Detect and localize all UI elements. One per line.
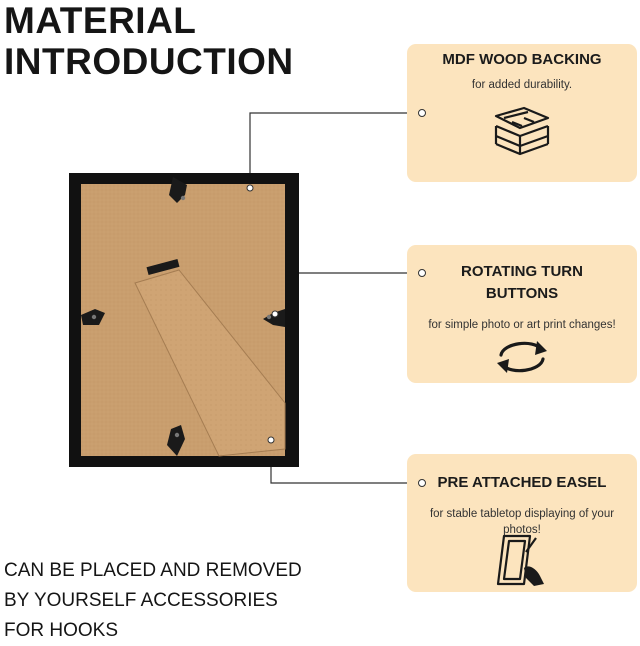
frame-back-image: [69, 173, 299, 472]
feature-title-line-1: ROTATING TURN: [461, 263, 583, 280]
accessories-note: CAN BE PLACED AND REMOVED BY YOURSELF AC…: [4, 556, 302, 646]
easel-frame-icon: [496, 534, 544, 586]
title-line-1: MATERIAL: [4, 0, 197, 41]
turn-button-left: [81, 309, 105, 325]
callout-line-backing: [249, 112, 422, 188]
feature-card-turn-buttons: ROTATING TURN BUTTONS for simple photo o…: [407, 245, 637, 383]
title-line-2: INTRODUCTION: [4, 41, 294, 82]
feature-title: PRE ATTACHED EASEL: [437, 474, 607, 491]
turn-button-right: [263, 309, 285, 327]
feature-card-easel: PRE ATTACHED EASEL for stable tabletop d…: [407, 454, 637, 592]
note-line-1: CAN BE PLACED AND REMOVED: [4, 560, 302, 581]
feature-title: ROTATING TURN BUTTONS: [407, 261, 637, 305]
rotate-arrows-icon: [497, 341, 547, 373]
feature-title-line-2: BUTTONS: [485, 285, 559, 302]
turn-button-bottom: [167, 425, 185, 456]
feature-description: for stable tabletop displaying of your p…: [429, 508, 615, 536]
feature-description: for simple photo or art print changes!: [428, 319, 616, 331]
page-title: MATERIAL INTRODUCTION: [4, 0, 294, 82]
callout-dot-2: [418, 269, 426, 277]
callout-dot-3: [418, 479, 426, 487]
turn-button-top: [169, 177, 187, 203]
feature-description: for added durability.: [471, 79, 573, 91]
easel-stand: [134, 269, 286, 457]
feature-title: MDF WOOD BACKING: [442, 51, 602, 68]
layered-boards-icon: [494, 106, 550, 156]
callout-dot-1: [418, 109, 426, 117]
note-line-2: BY YOURSELF ACCESSORIES: [4, 590, 278, 611]
note-line-3: FOR HOOKS: [4, 620, 119, 641]
feature-card-mdf-backing: MDF WOOD BACKING for added durability.: [407, 44, 637, 182]
